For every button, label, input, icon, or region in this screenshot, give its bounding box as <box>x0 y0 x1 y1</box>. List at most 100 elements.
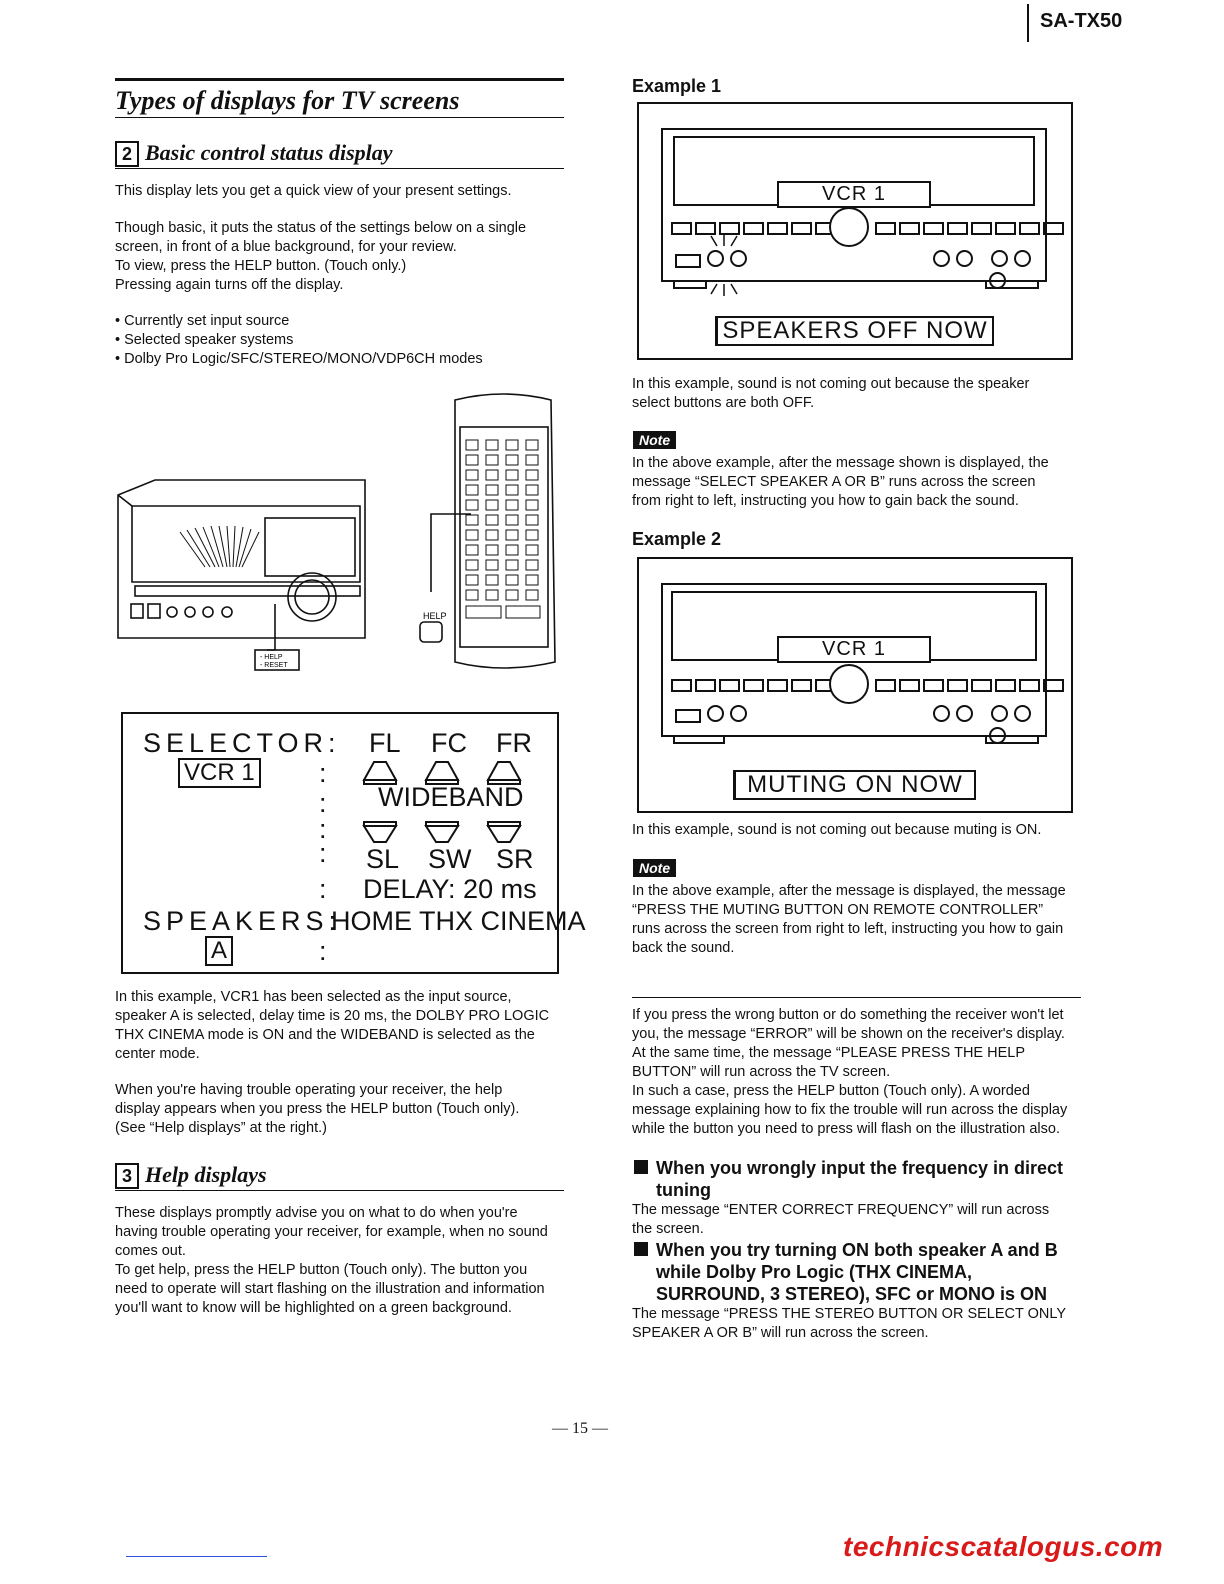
receiver-remote-illustration: HELP - HELP- RESET <box>117 393 556 671</box>
paragraph: When you're having trouble operating you… <box>115 1081 564 1138</box>
link-underline <box>126 1556 267 1557</box>
listening-mode: HOME THX CINEMA <box>331 906 586 936</box>
model-number: SA-TX50 <box>1040 10 1123 32</box>
sw-label: SW <box>428 844 472 874</box>
heading-line: while Dolby Pro Logic (THX CINEMA, <box>656 1262 973 1282</box>
input-source-box: VCR 1 <box>777 636 931 663</box>
text-line: you'll want to know will be highlighted … <box>115 1300 512 1316</box>
foot-left <box>673 281 707 289</box>
round-buttons <box>933 705 979 727</box>
volume-knob <box>829 207 869 247</box>
section-title: Basic control status display <box>145 140 393 165</box>
sl-label: SL <box>366 844 400 874</box>
text-line: The message “PRESS THE STEREO BUTTON OR … <box>632 1306 1067 1322</box>
text-line: Pressing again turns off the display. <box>115 277 344 293</box>
bullet-list: • Currently set input source • Selected … <box>115 312 483 369</box>
page-title: Types of displays for TV screens <box>115 86 460 115</box>
section-rule <box>115 1190 564 1191</box>
text-line: screen, in front of a blue background, f… <box>115 239 457 255</box>
sr-label: SR <box>496 844 534 874</box>
paragraph: If you press the wrong button or do some… <box>632 1006 1081 1139</box>
fr-label: FR <box>496 728 532 758</box>
example-1-screen: VCR 1 SPEAKERS OFF NOW <box>637 102 1073 360</box>
note-text: In the above example, after the message … <box>632 454 1081 511</box>
input-source-box: VCR 1 <box>178 758 261 788</box>
help-reset-label: - HELP <box>260 654 283 661</box>
paragraph: The message “PRESS THE STEREO BUTTON OR … <box>632 1305 1081 1343</box>
text-line: The message “ENTER CORRECT FREQUENCY” wi… <box>632 1202 1050 1218</box>
paragraph: Though basic, it puts the status of the … <box>115 219 564 295</box>
text-line: (See “Help displays” at the right.) <box>115 1120 327 1136</box>
text-line: When you're having trouble operating you… <box>115 1082 503 1098</box>
watermark-link[interactable]: technicscatalogus.com <box>843 1531 1164 1562</box>
flash-marks <box>710 234 738 296</box>
speaker-a-box: A <box>205 936 234 966</box>
text-line: If you press the wrong button or do some… <box>632 1007 1064 1023</box>
text-line: select buttons are both OFF. <box>632 395 815 411</box>
speaker-ab-heading: When you try turning ON both speaker A a… <box>634 1239 1058 1305</box>
center-mode: WIDEBAND <box>378 782 524 812</box>
receiver-panel: VCR 1 <box>661 128 1064 296</box>
surround-speaker-icons <box>362 821 522 843</box>
volume-knob <box>829 664 869 704</box>
phones-jack <box>675 254 701 268</box>
text-line: “PRESS THE MUTING BUTTON ON REMOTE CONTR… <box>632 902 1044 918</box>
text-line: speaker A is selected, delay time is 20 … <box>115 1008 550 1024</box>
text-line: message explaining how to fix the troubl… <box>632 1102 1068 1118</box>
heading-line: SURROUND, 3 STEREO), SFC or MONO is ON <box>656 1284 1048 1304</box>
text-line: In this example, sound is not coming out… <box>632 376 1030 392</box>
speaker-buttons <box>707 250 753 272</box>
text-line: comes out. <box>115 1243 186 1259</box>
fl-label: FL <box>369 728 401 758</box>
text-line: you, the message “ERROR” will be shown o… <box>632 1026 1065 1042</box>
button-row-left <box>671 222 836 235</box>
header-rule <box>1027 4 1029 42</box>
text-line: In the above example, after the message … <box>632 455 1049 471</box>
paragraph: In this example, sound is not coming out… <box>632 375 1081 413</box>
paragraph: In this example, VCR1 has been selected … <box>115 988 564 1064</box>
button-row-right <box>875 222 1064 235</box>
section-number: 3 <box>115 1163 139 1189</box>
example-2-heading: Example 2 <box>632 529 722 549</box>
text-line: center mode. <box>115 1046 200 1062</box>
paragraph: This display lets you get a quick view o… <box>115 183 512 199</box>
speaker-buttons <box>707 705 753 727</box>
note-badge: Note <box>633 859 677 877</box>
divider <box>632 997 1081 998</box>
colon: : <box>319 874 327 904</box>
fc-label: FC <box>431 728 467 758</box>
section-number: 2 <box>115 141 139 167</box>
text-line: To get help, press the HELP button (Touc… <box>115 1262 528 1278</box>
text-line: message “SELECT SPEAKER A OR B” runs acr… <box>632 474 1036 490</box>
receiver-panel: VCR 1 <box>661 583 1064 744</box>
paragraph: These displays promptly advise you on wh… <box>115 1204 564 1318</box>
help-label: HELP <box>423 611 447 621</box>
text-line: In the above example, after the message … <box>632 883 1066 899</box>
colon: : <box>319 936 327 966</box>
button-row-right <box>875 679 1064 692</box>
paragraph: In this example, sound is not coming out… <box>632 822 1042 838</box>
text-line: In this example, VCR1 has been selected … <box>115 989 512 1005</box>
text-line: back the sound. <box>632 940 735 956</box>
list-item: • Currently set input source <box>115 313 290 329</box>
text-line: having trouble operating your receiver, … <box>115 1224 548 1240</box>
title-top-rule <box>115 78 564 81</box>
text-line: the screen. <box>632 1221 704 1237</box>
title-bottom-rule <box>115 117 564 118</box>
note-text: In the above example, after the message … <box>632 882 1081 958</box>
selector-label: SELECTOR: <box>143 728 341 758</box>
page-number: — 15 — <box>552 1420 608 1437</box>
foot-left <box>673 736 725 744</box>
note-badge: Note <box>633 431 677 449</box>
delay-value: DELAY: 20 ms <box>363 874 537 904</box>
bullet-square <box>634 1160 648 1174</box>
text-line: while the button you need to press will … <box>632 1121 1060 1137</box>
text-line: Though basic, it puts the status of the … <box>115 220 527 236</box>
paragraph: The message “ENTER CORRECT FREQUENCY” wi… <box>632 1201 1081 1239</box>
foot-right <box>985 736 1039 744</box>
text-line: In such a case, press the HELP button (T… <box>632 1083 1030 1099</box>
colon: : <box>319 838 327 868</box>
text-line: These displays promptly advise you on wh… <box>115 1205 518 1221</box>
